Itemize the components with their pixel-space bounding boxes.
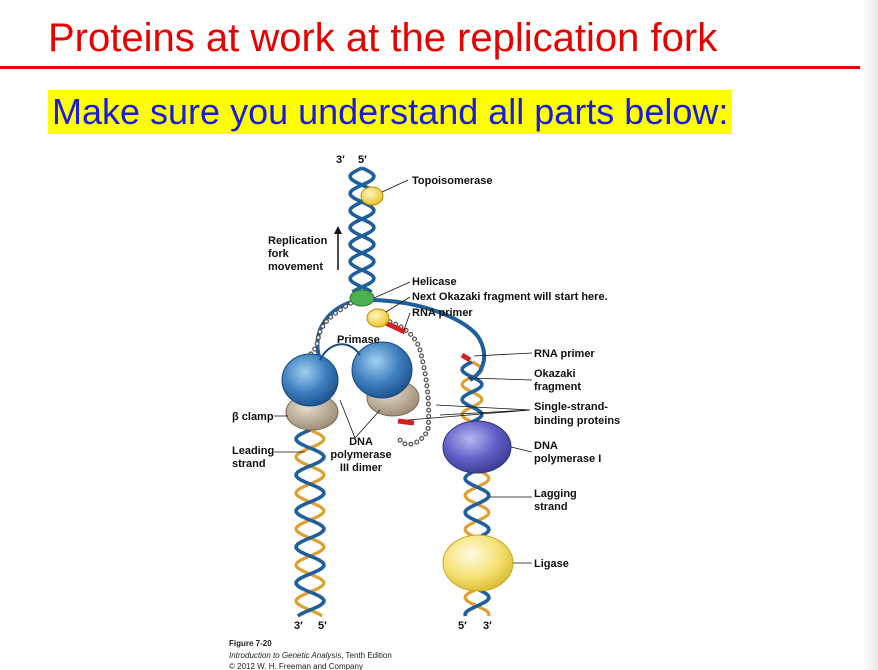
leading-helix-strand-b bbox=[294, 428, 326, 618]
right-3-prime-label: 3′ bbox=[483, 620, 492, 632]
label-pol3-2: polymerase bbox=[330, 449, 391, 461]
leading-helix-strand-a bbox=[294, 428, 326, 618]
leader-lines bbox=[274, 179, 533, 564]
slide-subtitle: Make sure you understand all parts below… bbox=[48, 90, 733, 134]
left-5-prime-label: 5′ bbox=[318, 620, 327, 632]
label-fork-movement-3: movement bbox=[268, 261, 323, 273]
dna-polymerase-iii-left bbox=[281, 353, 339, 407]
left-3-prime-label: 3′ bbox=[294, 620, 303, 632]
label-helicase: Helicase bbox=[412, 276, 457, 288]
top-3-prime-label: 3′ bbox=[336, 154, 345, 166]
parental-strand-a bbox=[348, 166, 376, 294]
caption-book-title: Introduction to Genetic Analysis bbox=[229, 651, 341, 660]
ssb-coated-strand bbox=[369, 315, 432, 447]
dna-polymerase-i bbox=[442, 420, 512, 474]
label-leading-1: Leading bbox=[232, 445, 274, 457]
title-underline bbox=[0, 66, 860, 69]
ligase bbox=[442, 534, 514, 592]
right-5-prime-label: 5′ bbox=[458, 620, 467, 632]
polymerase-dimer-link bbox=[319, 343, 361, 361]
label-ligase: Ligase bbox=[534, 558, 569, 570]
caption-copyright: © 2012 W. H. Freeman and Company bbox=[229, 662, 363, 670]
label-pol3-1: DNA bbox=[349, 436, 373, 448]
rna-primer-on-okazaki bbox=[460, 352, 472, 363]
slide-edge-shadow bbox=[862, 0, 878, 670]
label-ssb-2: binding proteins bbox=[534, 415, 620, 427]
label-topoisomerase: Topoisomerase bbox=[412, 175, 493, 187]
caption-edition: , Tenth Edition bbox=[341, 651, 392, 660]
label-pol1-2: polymerase I bbox=[534, 453, 601, 465]
label-okazaki-1: Okazaki bbox=[534, 368, 576, 380]
label-pol1-1: DNA bbox=[534, 440, 558, 452]
label-beta-clamp: β clamp bbox=[232, 411, 274, 423]
label-ssb-1: Single-strand- bbox=[534, 401, 608, 413]
helicase bbox=[349, 289, 375, 307]
dna-polymerase-iii-right bbox=[351, 341, 413, 399]
caption-figure-number: Figure 7-20 bbox=[229, 639, 272, 648]
label-next-okazaki: Next Okazaki fragment will start here. bbox=[412, 291, 608, 303]
top-5-prime-label: 5′ bbox=[358, 154, 367, 166]
label-primase: Primase bbox=[337, 334, 380, 346]
label-rna-primer-top: RNA primer bbox=[412, 307, 473, 319]
label-lagging-2: strand bbox=[534, 501, 568, 513]
fork-movement-arrowhead bbox=[334, 226, 342, 234]
caption-source: Introduction to Genetic Analysis, Tenth … bbox=[229, 651, 392, 660]
label-leading-2: strand bbox=[232, 458, 266, 470]
topoisomerase bbox=[360, 186, 384, 206]
primase bbox=[366, 308, 390, 328]
label-fork-movement-2: fork bbox=[268, 248, 290, 260]
label-okazaki-2: fragment bbox=[534, 381, 581, 393]
label-fork-movement-1: Replication bbox=[268, 235, 328, 247]
slide-title: Proteins at work at the replication fork bbox=[48, 16, 718, 60]
rna-primer-lower bbox=[397, 418, 415, 426]
leading-strand-helix bbox=[294, 428, 326, 618]
label-lagging-1: Lagging bbox=[534, 488, 577, 500]
label-rna-primer-right: RNA primer bbox=[534, 348, 595, 360]
label-pol3-3: III dimer bbox=[340, 462, 383, 474]
template-strand-to-lagging bbox=[369, 298, 487, 382]
